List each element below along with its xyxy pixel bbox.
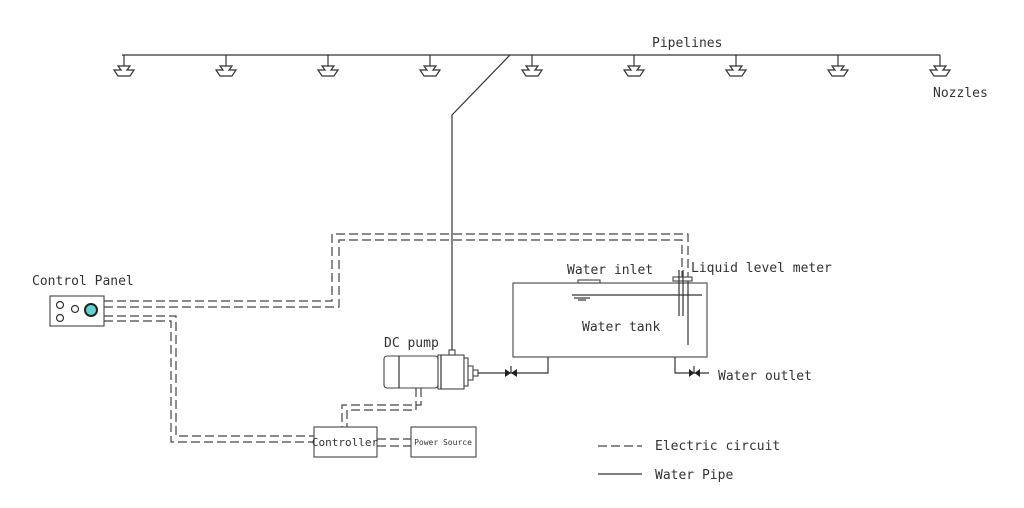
electric-circuit-controller-to-power xyxy=(377,438,411,447)
nozzle-icon xyxy=(112,55,136,77)
electric-circuit-panel-to-controller xyxy=(104,315,314,443)
dc-pump-label: DC pump xyxy=(384,336,439,351)
electric-circuit-panel-to-meter xyxy=(104,233,689,308)
nozzle-icon xyxy=(418,55,442,77)
controller-label: Controller xyxy=(312,436,379,449)
nozzles xyxy=(112,55,952,77)
controller: Controller xyxy=(312,426,379,458)
nozzles-label: Nozzles xyxy=(933,86,988,101)
liquid-level-meter-label: Liquid level meter xyxy=(691,261,832,276)
dc-pump xyxy=(383,349,479,390)
legend: Electric circuit Water Pipe xyxy=(598,439,780,483)
pipeline xyxy=(122,54,940,350)
legend-electric-circuit: Electric circuit xyxy=(655,439,780,454)
nozzle-icon xyxy=(826,55,850,77)
water-outlet-label: Water outlet xyxy=(718,369,812,384)
water-outlet-pipe xyxy=(674,357,709,377)
legend-water-pipe: Water Pipe xyxy=(655,468,733,483)
nozzle-icon xyxy=(622,55,646,77)
power-source-label: Power Source xyxy=(414,438,472,447)
control-panel xyxy=(49,295,105,327)
control-panel-label: Control Panel xyxy=(32,274,134,289)
indicator-light-icon xyxy=(84,303,98,317)
pipelines-label: Pipelines xyxy=(652,36,722,51)
nozzle-icon xyxy=(214,55,238,77)
nozzle-icon xyxy=(724,55,748,77)
power-source: Power Source xyxy=(410,426,477,458)
water-tank: Water tank xyxy=(512,270,708,358)
electric-circuit-pump-to-controller xyxy=(341,388,422,427)
nozzle-icon xyxy=(520,55,544,77)
water-tank-label: Water tank xyxy=(582,320,660,335)
nozzle-icon xyxy=(316,55,340,77)
nozzle-icon xyxy=(928,55,952,77)
water-pipe-pump-to-tank xyxy=(478,357,549,377)
water-inlet-label: Water inlet xyxy=(567,263,653,278)
